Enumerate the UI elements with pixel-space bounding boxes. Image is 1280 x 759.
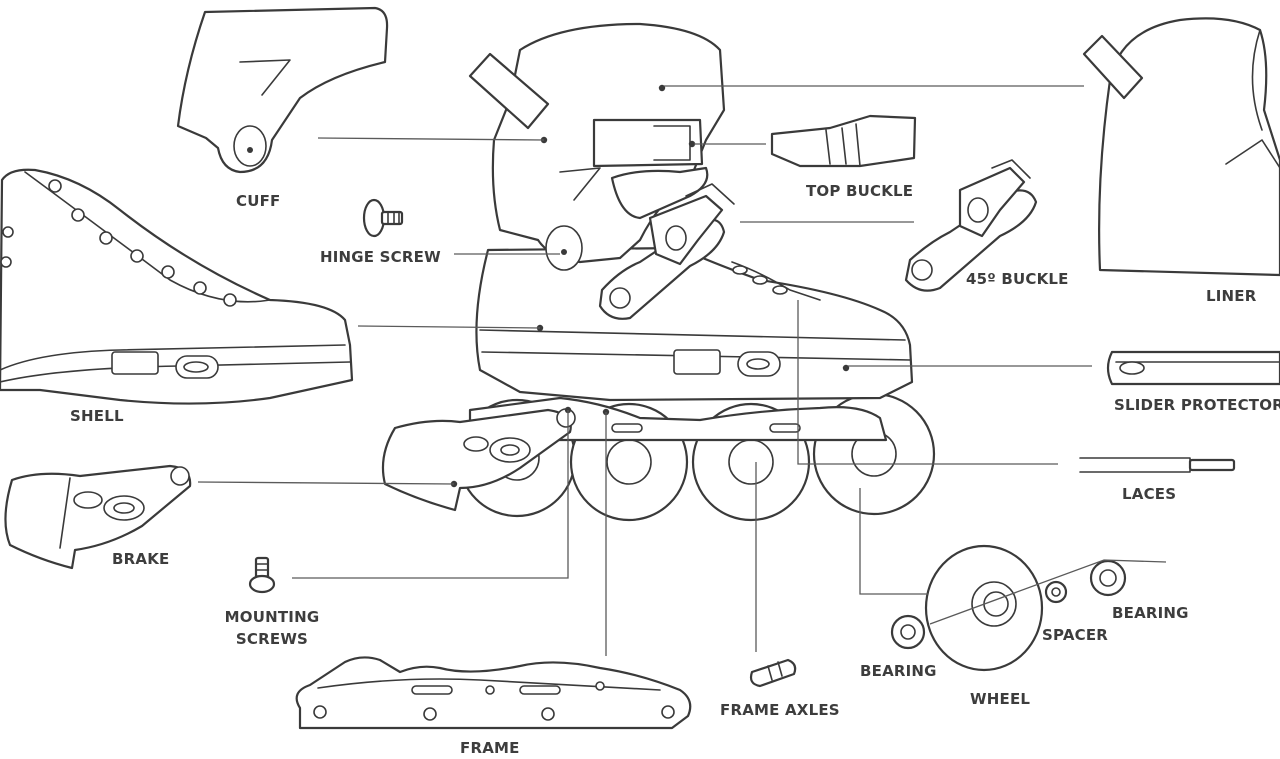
label-45-buckle: 45º BUCKLE (966, 270, 1069, 288)
label-spacer: SPACER (1042, 626, 1109, 644)
label-frame: FRAME (460, 739, 520, 757)
label-shell: SHELL (70, 407, 124, 425)
label-laces: LACES (1122, 485, 1177, 503)
wheel-assembly-part (890, 544, 1167, 672)
hinge-screw-part (362, 198, 404, 238)
label-mounting-screws-line2: SCREWS (235, 630, 309, 648)
label-bearing-left: BEARING (860, 662, 937, 680)
assembled-skate (381, 22, 936, 522)
label-wheel: WHEEL (970, 690, 1031, 708)
laces-part (1079, 457, 1236, 473)
label-hinge-screw: HINGE SCREW (320, 248, 441, 266)
buckle-45-part (904, 159, 1038, 292)
cuff-part (176, 6, 389, 174)
label-bearing-right: BEARING (1112, 604, 1189, 622)
top-buckle-part (770, 114, 917, 168)
frame-axle-part (749, 658, 797, 688)
label-mounting-screws-line1: MOUNTING (224, 608, 320, 626)
shell-part (0, 168, 354, 405)
mounting-screw-part (248, 556, 276, 594)
slider-protector-part (1106, 350, 1280, 386)
liner-part (1082, 17, 1280, 277)
label-frame-axles: FRAME AXLES (720, 701, 840, 719)
label-mounting-screws: MOUNTING SCREWS (222, 606, 322, 650)
label-slider-protector: SLIDER PROTECTOR (1114, 396, 1280, 414)
leader-lines (197, 85, 1092, 656)
label-top-buckle: TOP BUCKLE (806, 182, 914, 200)
label-brake: BRAKE (112, 550, 170, 568)
frame-part (295, 656, 692, 730)
brake-part (4, 464, 192, 570)
label-cuff: CUFF (236, 192, 281, 210)
label-liner: LINER (1206, 287, 1257, 305)
